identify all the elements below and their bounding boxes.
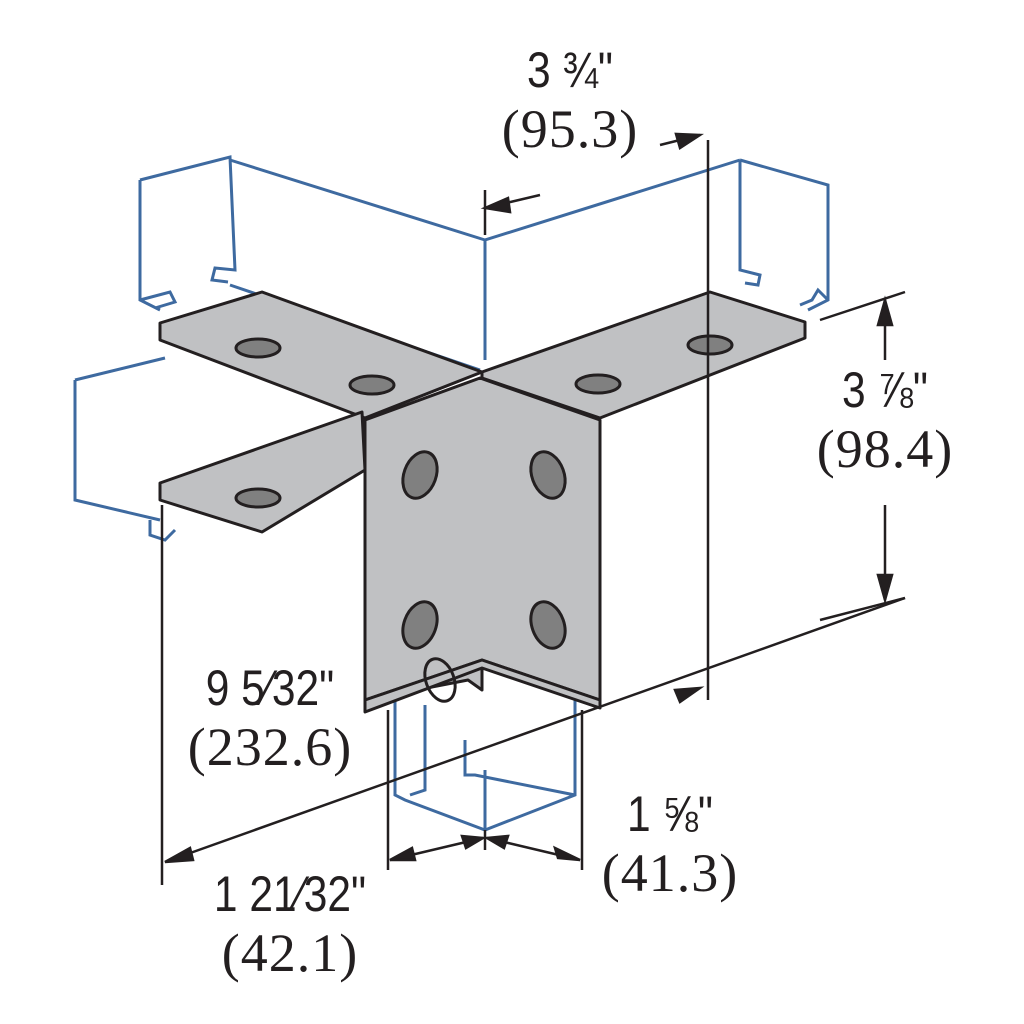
channel-outlines <box>73 155 830 832</box>
dimension-imperial: 1 21⁄32" <box>213 866 367 922</box>
dimension-metric: (232.6) <box>187 717 353 777</box>
dimension-left-leg: 1 21⁄32" (42.1) <box>190 866 390 984</box>
lower-left-arm-plate <box>158 410 367 534</box>
left-front-channel <box>73 356 362 542</box>
dimension-lines <box>160 132 906 885</box>
bottom-channel <box>393 700 577 832</box>
left-back-channel <box>138 155 486 372</box>
dimension-imperial: 9 5⁄32" <box>205 660 335 716</box>
dimension-imperial: 3 ¾" <box>527 42 613 98</box>
dimension-metric: (42.1) <box>221 923 359 983</box>
right-back-channel <box>483 158 830 360</box>
dimension-metric: (98.4) <box>816 419 954 479</box>
bolt-holes <box>234 334 734 703</box>
dimension-overall-length: 9 5⁄32" (232.6) <box>160 660 380 778</box>
dimension-top-width: 3 ¾" (95.3) <box>470 42 670 160</box>
dimension-height: 3 ⅞" (98.4) <box>785 362 985 480</box>
vertical-front-face <box>363 376 602 702</box>
left-arm-plate <box>158 290 484 420</box>
dimension-metric: (41.3) <box>601 843 739 903</box>
dimension-metric: (95.3) <box>501 99 639 159</box>
dimension-right-leg: 1 ⅝" (41.3) <box>570 786 770 904</box>
dimension-imperial: 1 ⅝" <box>627 786 713 842</box>
dimension-imperial: 3 ⅞" <box>842 362 928 418</box>
